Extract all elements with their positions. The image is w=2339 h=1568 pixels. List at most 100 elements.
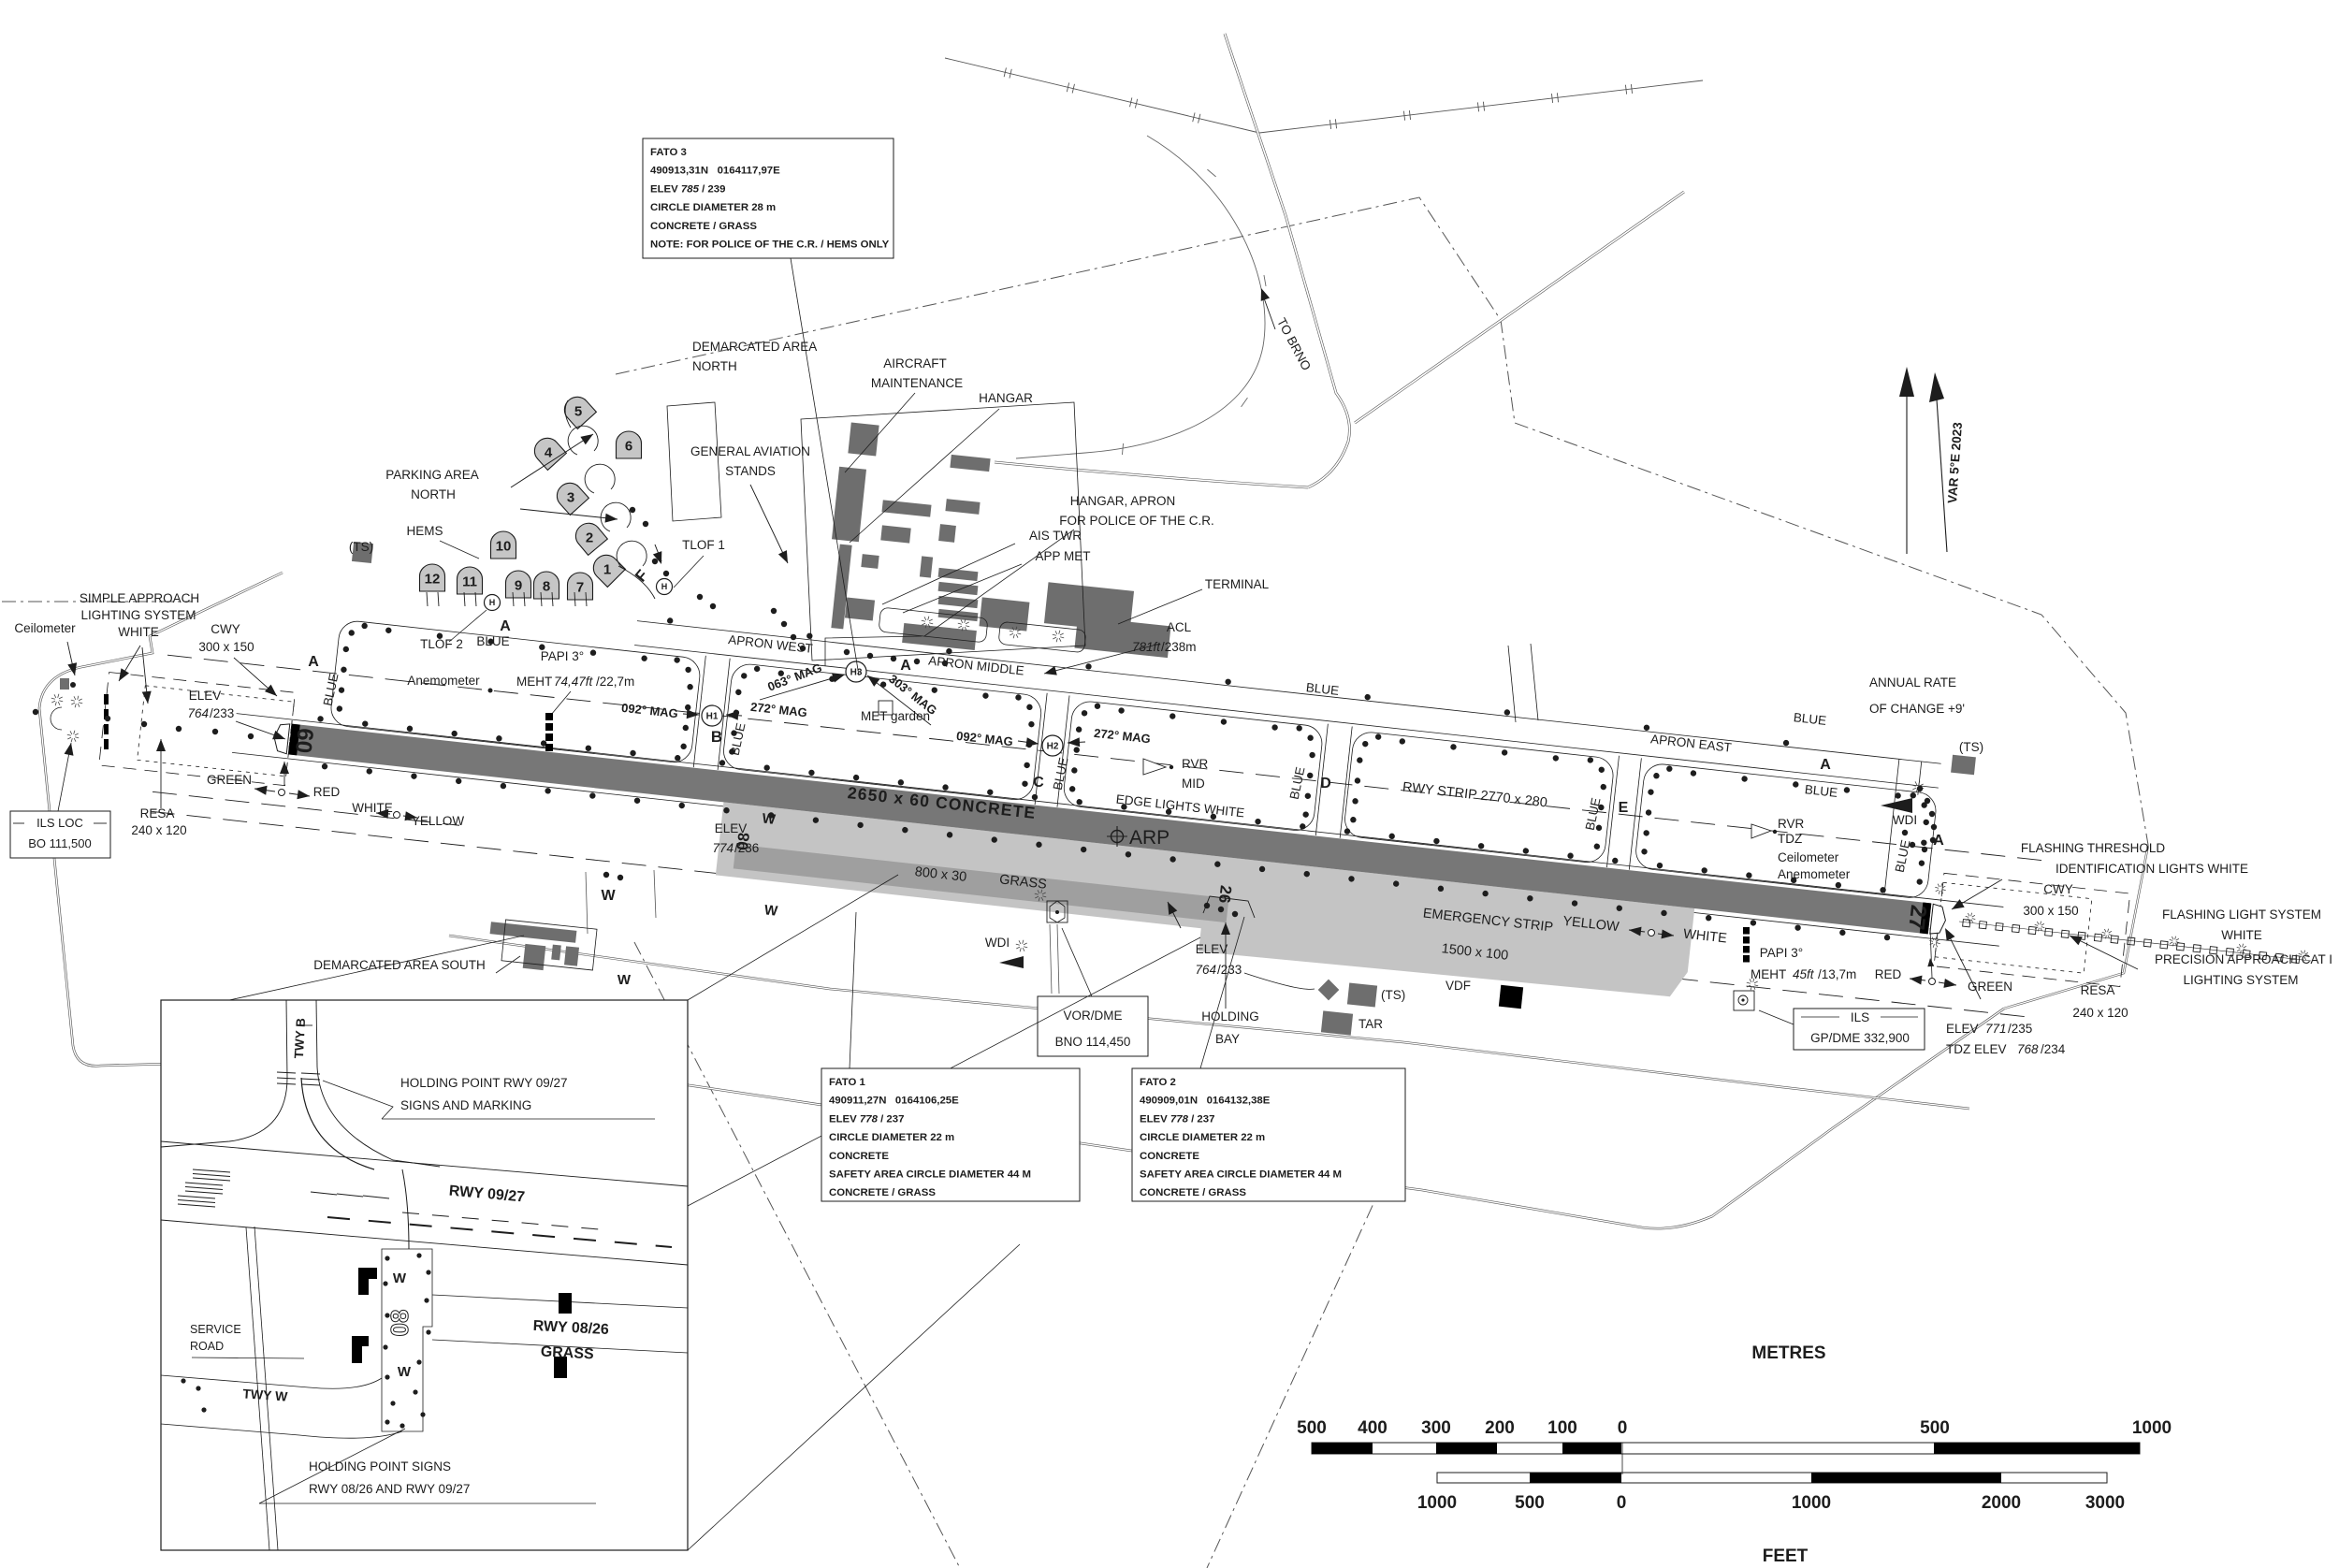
svg-text:/236: /236 — [734, 841, 759, 855]
svg-text:FATO 2: FATO 2 — [1140, 1077, 1176, 1088]
svg-text:LIGHTING SYSTEM: LIGHTING SYSTEM — [80, 608, 196, 622]
svg-text:MID: MID — [1182, 777, 1205, 791]
svg-text:HEMS: HEMS — [406, 524, 443, 538]
svg-text:A: A — [1933, 833, 1944, 849]
svg-text:272° MAG: 272° MAG — [749, 700, 807, 720]
svg-text:CIRCLE DIAMETER 28 m: CIRCLE DIAMETER 28 m — [650, 202, 776, 213]
svg-text:1000: 1000 — [1792, 1493, 1831, 1513]
svg-text:BLUE: BLUE — [321, 672, 341, 707]
svg-text:11: 11 — [462, 574, 477, 590]
svg-text:BLUE: BLUE — [476, 634, 509, 648]
svg-text:RED: RED — [313, 785, 341, 799]
svg-text:CONCRETE / GRASS: CONCRETE / GRASS — [829, 1187, 936, 1198]
svg-text:GRASS: GRASS — [540, 1344, 594, 1363]
svg-text:A: A — [500, 618, 511, 634]
svg-text:GREEN: GREEN — [207, 773, 252, 787]
svg-text:VOR/DME: VOR/DME — [1063, 1009, 1122, 1023]
svg-text:SERVICE: SERVICE — [190, 1323, 241, 1336]
svg-text:HOLDING POINT RWY 09/27: HOLDING POINT RWY 09/27 — [400, 1076, 568, 1090]
svg-text:TWY B: TWY B — [292, 1018, 308, 1059]
svg-text:500: 500 — [1920, 1418, 1950, 1438]
svg-text:9: 9 — [515, 578, 522, 594]
svg-text:(TS): (TS) — [1959, 740, 1983, 754]
svg-text:PARKING AREA: PARKING AREA — [385, 468, 479, 482]
svg-text:AIRCRAFT: AIRCRAFT — [883, 356, 947, 370]
svg-text:CWY: CWY — [2043, 882, 2073, 896]
svg-text:ARP: ARP — [1129, 827, 1170, 849]
svg-text:0: 0 — [1618, 1418, 1628, 1438]
svg-text:74,47ft: 74,47ft — [554, 675, 594, 689]
svg-text:AIS TWR: AIS TWR — [1029, 529, 1082, 543]
svg-text:WHITE: WHITE — [118, 625, 159, 639]
svg-text:Ceilometer: Ceilometer — [1778, 850, 1839, 864]
svg-text:2000: 2000 — [1982, 1493, 2021, 1513]
svg-text:RWY 08/26 AND RWY 09/27: RWY 08/26 AND RWY 09/27 — [309, 1482, 470, 1496]
svg-text:TAR: TAR — [1358, 1017, 1383, 1031]
svg-text:800 x 30: 800 x 30 — [914, 864, 967, 885]
svg-text:FEET: FEET — [1763, 1546, 1809, 1566]
svg-text:PRECISION APPROACH CAT I: PRECISION APPROACH CAT I — [2155, 952, 2332, 966]
svg-text:7: 7 — [576, 580, 584, 596]
svg-text:H2: H2 — [1047, 742, 1059, 752]
svg-text:TWY W: TWY W — [242, 1386, 289, 1403]
svg-text:W: W — [763, 902, 779, 920]
svg-text:300: 300 — [1421, 1418, 1451, 1438]
svg-text:VAR 5°E 2023: VAR 5°E 2023 — [1945, 421, 1965, 503]
svg-text:BLUE: BLUE — [728, 721, 748, 757]
svg-text:4: 4 — [545, 445, 553, 461]
svg-text:A: A — [1820, 757, 1831, 773]
svg-text:8: 8 — [543, 579, 550, 595]
svg-text:GRASS: GRASS — [998, 872, 1047, 892]
svg-text:C: C — [1033, 775, 1044, 791]
svg-text:YELLOW: YELLOW — [412, 814, 465, 828]
svg-text:3000: 3000 — [2085, 1493, 2125, 1513]
svg-text:774: 774 — [712, 841, 734, 855]
svg-text:TERMINAL: TERMINAL — [1205, 577, 1270, 591]
svg-text:45ft: 45ft — [1793, 967, 1815, 981]
svg-text:764: 764 — [187, 706, 209, 720]
svg-text:E: E — [1619, 800, 1629, 816]
svg-text:500: 500 — [1297, 1418, 1327, 1438]
svg-text:/234: /234 — [2041, 1042, 2066, 1056]
svg-text:/238m: /238m — [1161, 640, 1197, 654]
svg-text:6: 6 — [625, 439, 632, 455]
svg-text:B: B — [711, 728, 722, 746]
svg-text:ACL: ACL — [1167, 620, 1192, 634]
svg-text:BO 111,500: BO 111,500 — [28, 836, 91, 850]
svg-text:240 x 120: 240 x 120 — [2072, 1006, 2128, 1020]
svg-text:BLUE: BLUE — [1583, 796, 1604, 832]
svg-text:W: W — [398, 1364, 412, 1380]
svg-text:100: 100 — [1547, 1418, 1577, 1438]
svg-text:CONCRETE / GRASS: CONCRETE / GRASS — [650, 221, 757, 232]
svg-text:TDZ: TDZ — [1778, 832, 1802, 846]
svg-text:APP MET: APP MET — [1035, 549, 1090, 563]
svg-text:MET garden: MET garden — [861, 709, 930, 723]
svg-text:27: 27 — [1903, 904, 1931, 931]
svg-text:1000: 1000 — [1417, 1493, 1457, 1513]
svg-text:12: 12 — [425, 572, 441, 588]
svg-text:A: A — [308, 654, 319, 670]
svg-text:FLASHING THRESHOLD: FLASHING THRESHOLD — [2021, 841, 2166, 855]
svg-text:NORTH: NORTH — [692, 359, 737, 373]
svg-text:5: 5 — [574, 404, 582, 420]
svg-text:GP/DME 332,900: GP/DME 332,900 — [1810, 1031, 1910, 1045]
svg-text:CIRCLE DIAMETER 22 m: CIRCLE DIAMETER 22 m — [1140, 1132, 1265, 1143]
svg-text:200: 200 — [1485, 1418, 1515, 1438]
svg-text:BLUE: BLUE — [1305, 680, 1340, 698]
svg-text:FLASHING LIGHT SYSTEM: FLASHING LIGHT SYSTEM — [2162, 907, 2321, 922]
svg-text:MEHT: MEHT — [1751, 967, 1786, 981]
svg-text:490911,27N 0164106,25E: 490911,27N 0164106,25E — [829, 1096, 959, 1107]
svg-text:STANDS: STANDS — [725, 464, 776, 478]
svg-text:VDF: VDF — [1446, 979, 1471, 993]
svg-text:092° MAG: 092° MAG — [955, 729, 1013, 749]
svg-text:ROAD: ROAD — [190, 1340, 224, 1353]
svg-text:500: 500 — [1515, 1493, 1545, 1513]
svg-text:PAPI 3°: PAPI 3° — [1760, 946, 1803, 960]
svg-text:10: 10 — [496, 539, 512, 555]
svg-text:3: 3 — [567, 490, 574, 506]
svg-text:0: 0 — [1617, 1493, 1627, 1513]
svg-text:MEHT: MEHT — [516, 675, 552, 689]
svg-text:TLOF 1: TLOF 1 — [682, 538, 725, 552]
svg-text:2: 2 — [586, 530, 593, 546]
svg-text:A: A — [900, 658, 911, 674]
